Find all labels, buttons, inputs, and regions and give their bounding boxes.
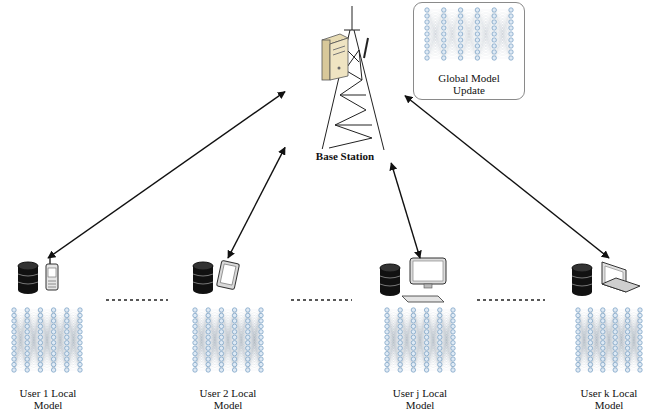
double-arrow xyxy=(391,163,420,258)
database-icon xyxy=(380,264,400,296)
base-station: Base Station xyxy=(285,0,405,163)
user-node: User j Local Model xyxy=(375,258,465,412)
user-node: User k Local Model xyxy=(567,258,651,412)
desktop-icon xyxy=(402,258,446,302)
double-arrow xyxy=(405,96,609,258)
user-node: User 1 Local Model xyxy=(3,258,93,412)
node-label: Global Model Update xyxy=(427,71,511,97)
database-icon xyxy=(18,262,38,294)
database-icon xyxy=(572,264,592,296)
database-icon xyxy=(193,262,213,294)
laptop-icon xyxy=(602,262,640,292)
node-label: User j Local Model xyxy=(383,386,457,412)
double-arrow xyxy=(228,147,285,258)
phone-icon xyxy=(46,258,58,290)
node-label: User 2 Local Model xyxy=(191,386,265,412)
tower xyxy=(322,6,384,150)
node-label: Base Station xyxy=(314,149,376,163)
server-icon xyxy=(322,34,348,80)
global-model-box: Global Model Update xyxy=(413,2,525,100)
user-node: User 2 Local Model xyxy=(183,258,273,412)
neural-networks xyxy=(12,8,642,372)
node-label: User k Local Model xyxy=(572,386,646,412)
node-label: User 1 Local Model xyxy=(11,386,85,412)
double-arrow xyxy=(48,92,285,258)
tablet-icon xyxy=(216,260,239,289)
ellipsis-dashes xyxy=(106,299,545,301)
